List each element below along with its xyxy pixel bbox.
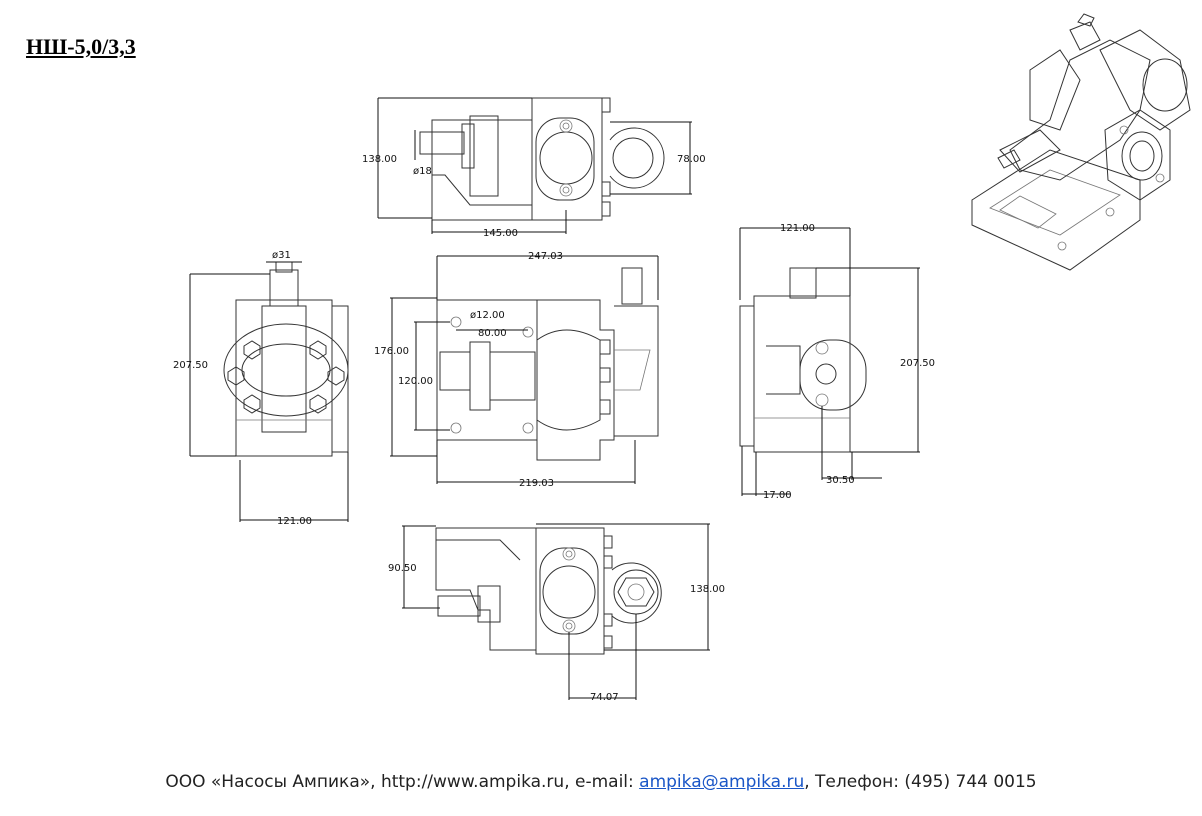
dim-label: 121.00 — [277, 516, 312, 527]
dim-label: 138.00 — [362, 154, 397, 165]
isometric-pump-view — [971, 13, 1191, 271]
dim-label: 30.50 — [826, 475, 855, 486]
dim-label: 80.00 — [478, 328, 507, 339]
dim-label: 121.00 — [780, 223, 815, 234]
dim-label: 120.00 — [398, 376, 433, 387]
dim-label: 74.07 — [590, 692, 619, 703]
dim-label: 78.00 — [677, 154, 706, 165]
dim-label: 219.03 — [519, 478, 554, 489]
dim-label: ø31 — [272, 250, 291, 261]
dim-label: 90.50 — [388, 563, 417, 574]
dim-label: 17.00 — [763, 490, 792, 501]
footer-company: ООО «Насосы Ампика», http://www.ampika.r… — [165, 772, 640, 792]
front-view: 247.03 ø12.00 80.00 176.00 120.00 219.03 — [374, 251, 659, 489]
dim-label: 247.03 — [528, 251, 563, 262]
left-view: 207.50 ø31 121.00 — [173, 250, 349, 527]
top-view: 138.00 ø18 145.00 78.00 — [362, 97, 706, 239]
dim-label: 207.50 — [173, 360, 208, 371]
dim-label: 176.00 — [374, 346, 409, 357]
bottom-view: 90.50 138.00 74.07 — [388, 523, 725, 703]
dim-label: 207.50 — [900, 358, 935, 369]
dim-label: ø12.00 — [470, 310, 505, 321]
dim-label: 145.00 — [483, 228, 518, 239]
page-title: НШ-5,0/3,3 — [26, 34, 136, 59]
right-view: 121.00 207.50 17.00 30.50 — [739, 223, 935, 501]
email-link[interactable]: ampika@ampika.ru — [639, 772, 805, 792]
footer-phone: , Телефон: (495) 744 0015 — [804, 772, 1037, 792]
footer-contact: ООО «Насосы Ампика», http://www.ampika.r… — [0, 772, 1202, 792]
dim-label: 138.00 — [690, 584, 725, 595]
dim-label: ø18 — [413, 166, 432, 177]
